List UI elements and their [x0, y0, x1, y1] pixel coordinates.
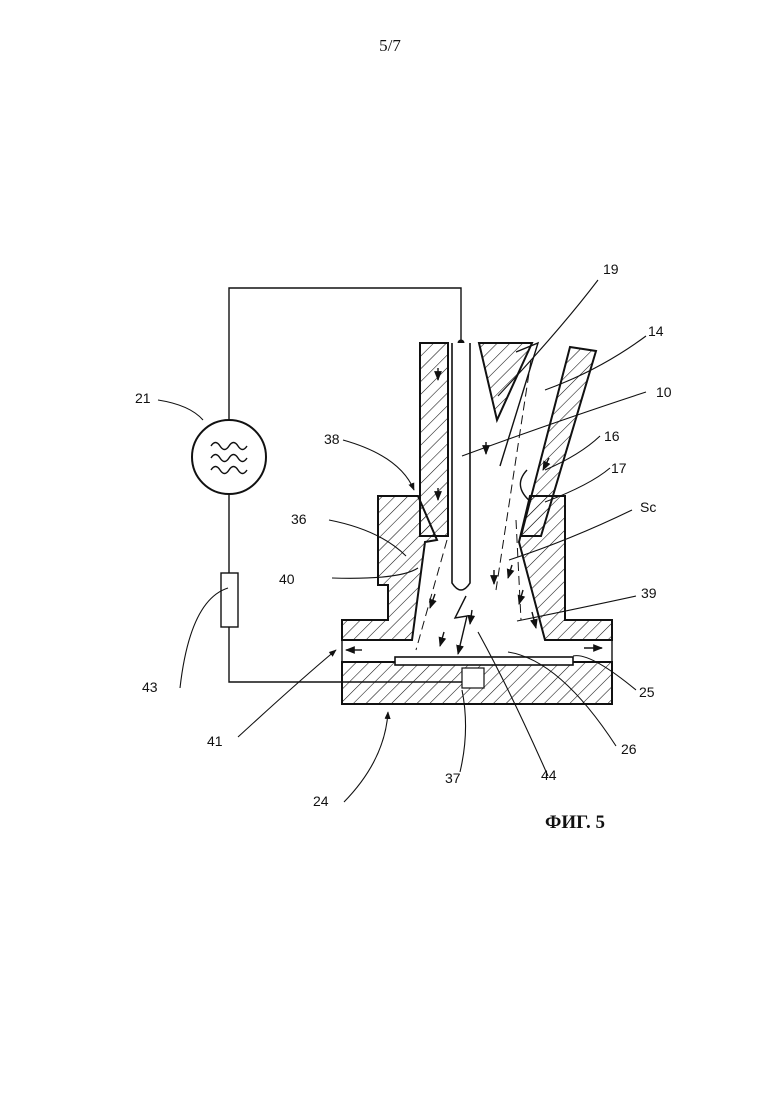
- ref-10: 10: [656, 384, 672, 400]
- ref-14: 14: [648, 323, 664, 339]
- ref-41: 41: [207, 733, 223, 749]
- workpiece-plate: [395, 657, 573, 665]
- ac-source-icon: [192, 420, 266, 494]
- ref-44: 44: [541, 767, 557, 783]
- ref-25: 25: [639, 684, 655, 700]
- ref-36: 36: [291, 511, 307, 527]
- ref-39: 39: [641, 585, 657, 601]
- resistor-icon: [221, 573, 238, 627]
- ref-26: 26: [621, 741, 637, 757]
- ref-43: 43: [142, 679, 158, 695]
- ref-16: 16: [604, 428, 620, 444]
- base-block: [342, 657, 612, 704]
- ref-37: 37: [445, 770, 461, 786]
- ref-40: 40: [279, 571, 295, 587]
- ref-19: 19: [603, 261, 619, 277]
- nozzle-housing: [342, 496, 612, 662]
- ref-sc: Sc: [640, 499, 656, 515]
- ref-38: 38: [324, 431, 340, 447]
- figure-caption: ФИГ. 5: [545, 812, 605, 834]
- ref-17: 17: [611, 460, 627, 476]
- ref-24: 24: [313, 793, 329, 809]
- ref-21: 21: [135, 390, 151, 406]
- electrode: [452, 343, 470, 590]
